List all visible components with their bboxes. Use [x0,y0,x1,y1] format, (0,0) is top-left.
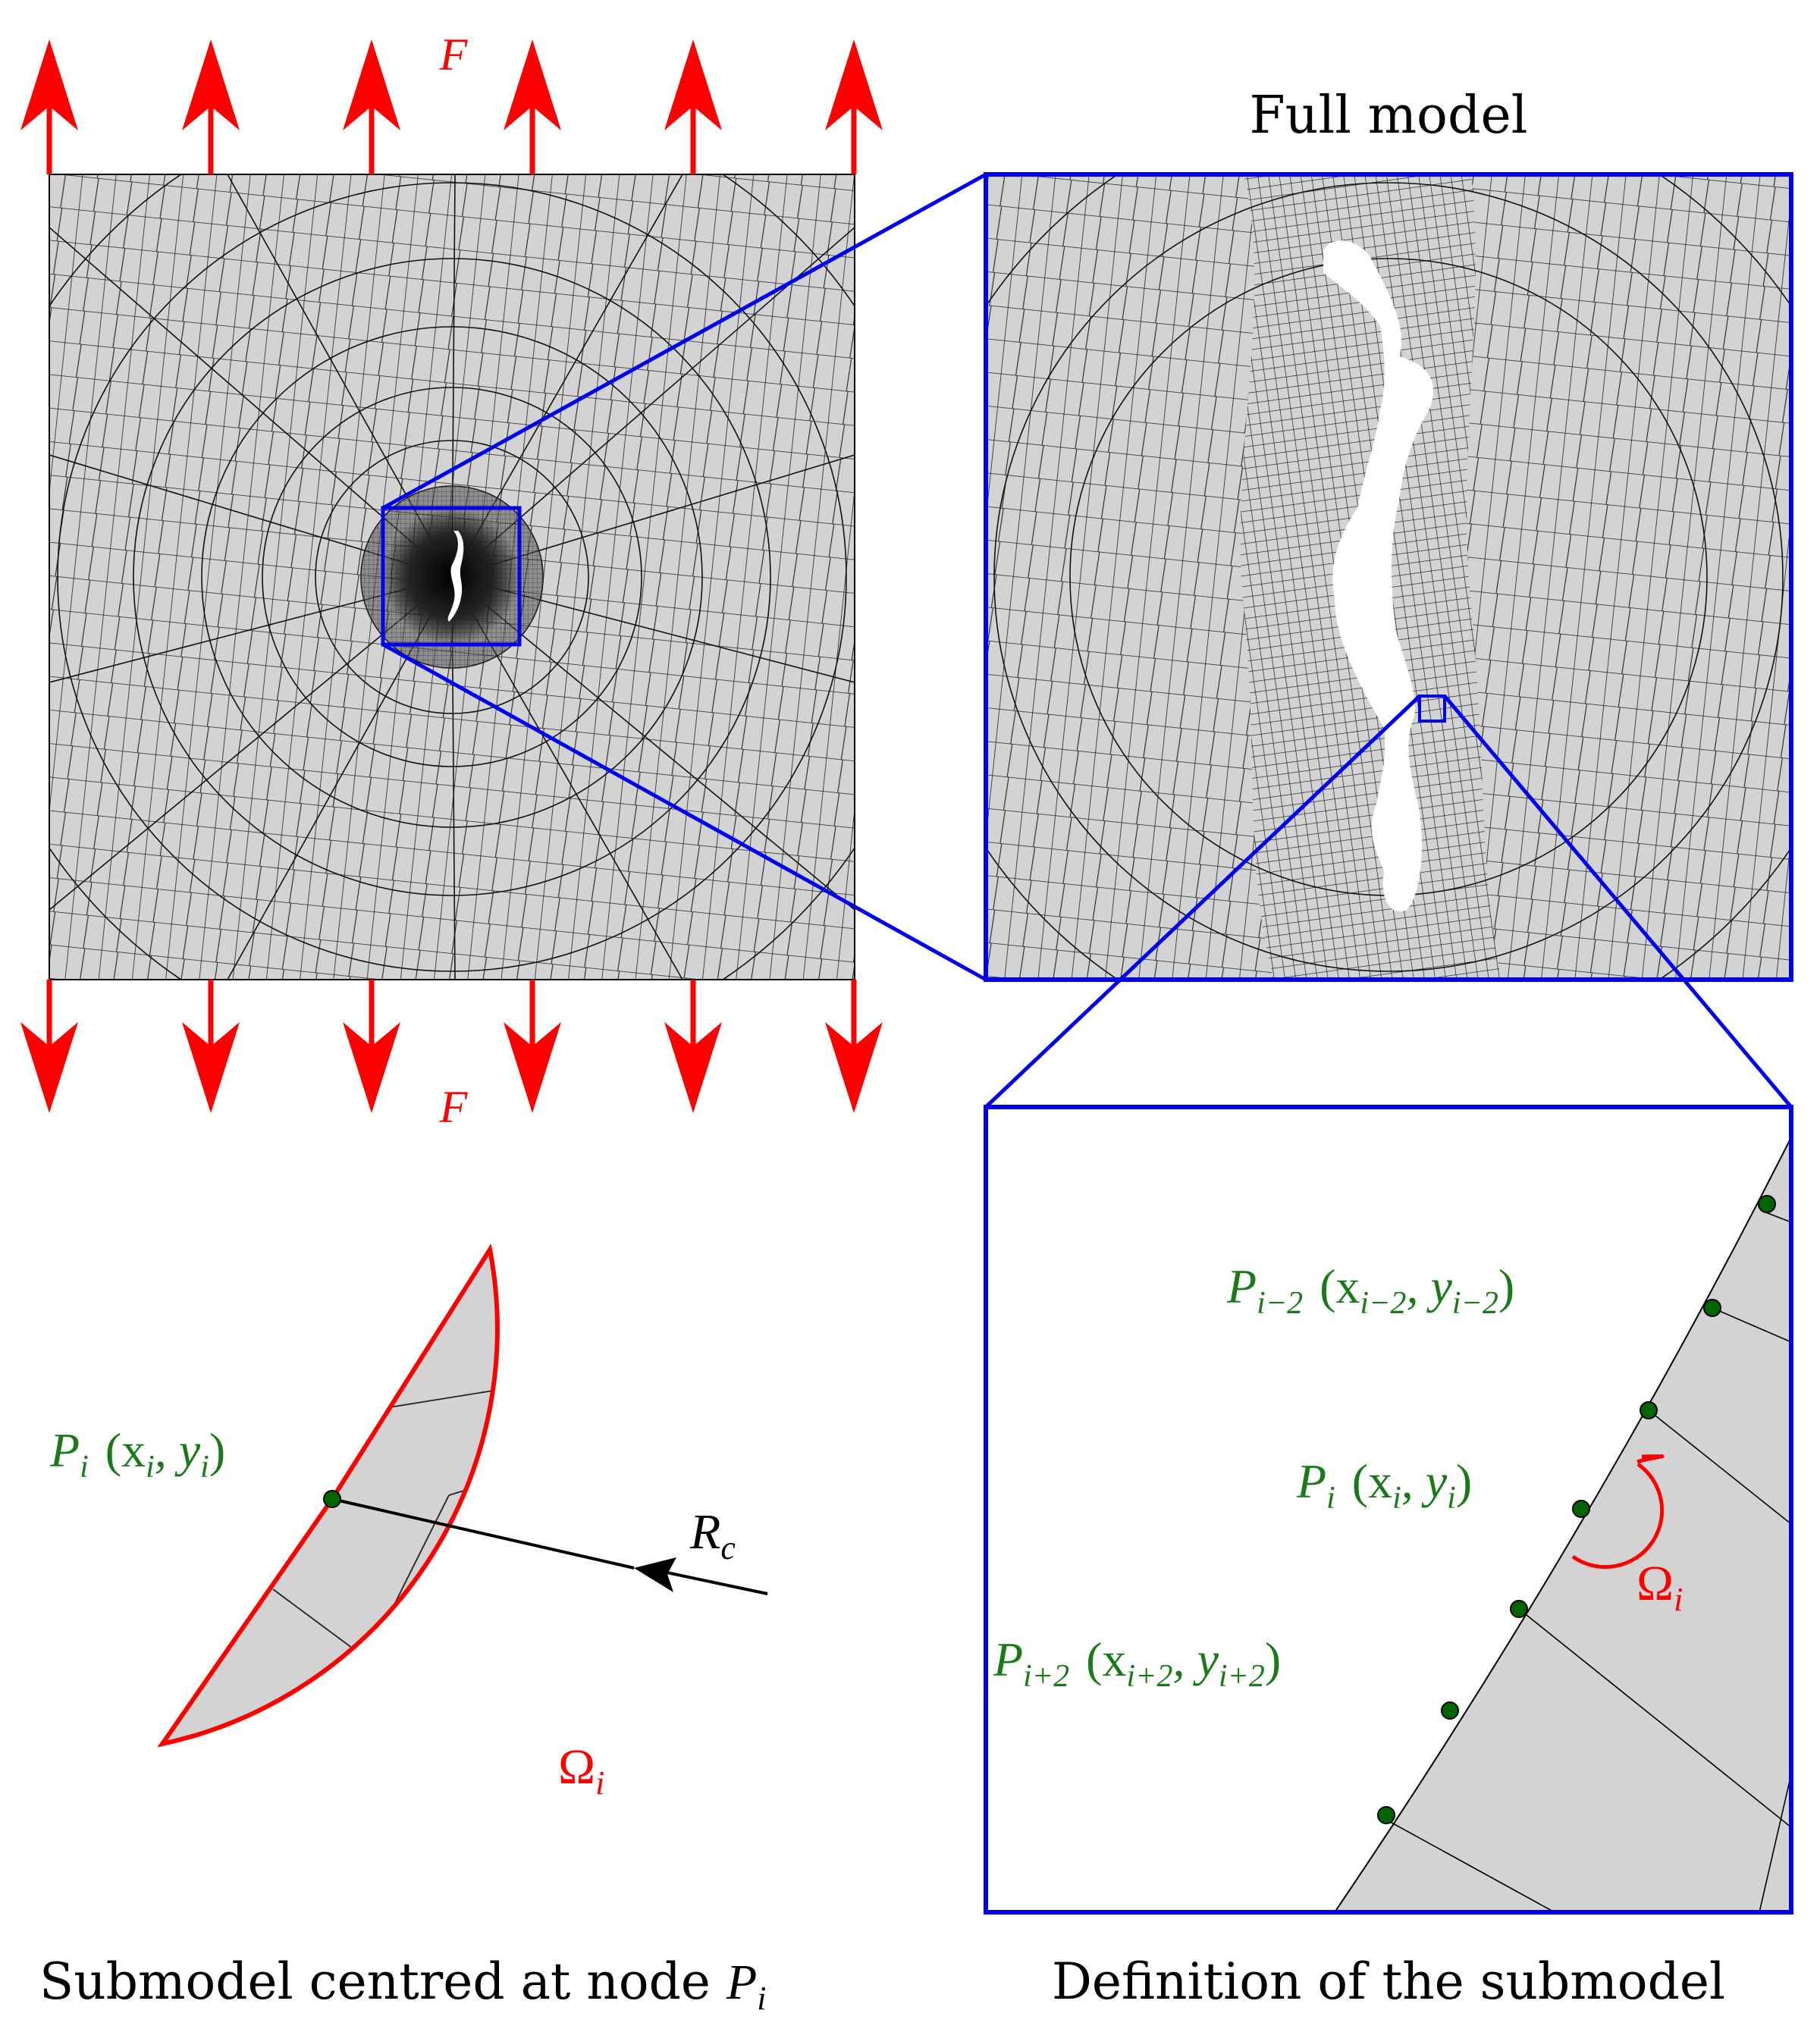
submodel-outline [157,1243,500,1748]
force-arrow-bottom-head [504,1022,561,1113]
force-arrow-top-head [664,39,722,130]
force-arrow-bottom-head [664,1022,722,1113]
force-arrow-bottom-head [182,1022,240,1113]
full-model-title: Full model [1249,86,1527,146]
applied-forces [20,39,883,1113]
force-arrow-top-head [20,39,78,130]
full-model-zoom [984,172,1793,982]
boundary-node [1510,1600,1528,1618]
plate-outline [49,174,855,980]
force-label-top: F [439,30,469,80]
crack-zone-dense-mesh [383,508,519,644]
crack-small [447,531,464,622]
radius-pointer-line [659,1570,768,1595]
crack-boundary [1334,1137,1791,1912]
force-arrow-bottom-head [825,1022,883,1113]
omega-sub-label: Ωi [558,1739,604,1802]
zoom-connector-1 [381,172,987,982]
boundary-node [1640,1401,1658,1419]
force-arrow-top-head [343,39,400,130]
force-arrow-bottom-head [343,1022,400,1113]
boundary-mesh-lines [1385,1211,1791,1912]
full-plate [49,174,855,980]
definition-caption: Definition of the submodel [1052,1952,1725,2011]
force-arrow-bottom-head [20,1022,78,1113]
boundary-node [1377,1806,1395,1824]
boundary-node [1703,1299,1721,1317]
zoom-connector-2 [984,695,1793,1109]
definition-frame [984,1105,1793,1915]
zoom-box-node [1418,695,1446,723]
definition-panel: Pi−2(xi−2, yi−2) Pi(xi, yi) Pi+2(xi+2, y… [984,1105,1793,1915]
radius-line [331,1497,635,1570]
boundary-node [1441,1701,1459,1720]
submodel-caption: Submodel centred at node Pi [39,1952,767,2017]
node-pip2-label: Pi+2(xi+2, yi+2) [993,1632,1281,1694]
boundary-mesh-region [1335,1137,1791,1912]
node-pi-label-def: Pi(xi, yi) [1296,1454,1472,1516]
force-arrow-top-head [825,39,883,130]
plate-curved-mesh-lines [49,174,855,980]
full-model-frame [984,172,1793,982]
omega-def-arc [1571,1454,1665,1570]
radius-label: Rc [689,1504,736,1566]
node-pim2-label: Pi−2(xi−2, yi−2) [1226,1259,1514,1321]
submodel-sector: Pi(xi, yi) Rc Ωi [49,1243,768,1802]
node-pi-dot [323,1490,341,1508]
zoom-box-small [381,506,522,647]
force-label-bottom: F [439,1082,469,1132]
node-pi-label-sub: Pi(xi, yi) [49,1423,225,1485]
force-arrow-top-head [504,39,561,130]
boundary-nodes [1377,1195,1776,1824]
radius-arrowhead [634,1557,676,1592]
crack-large [1323,240,1434,911]
omega-def-label: Ωi [1636,1556,1683,1618]
force-arrow-top-head [182,39,240,130]
boundary-node [1572,1500,1590,1518]
boundary-node [1758,1195,1776,1213]
